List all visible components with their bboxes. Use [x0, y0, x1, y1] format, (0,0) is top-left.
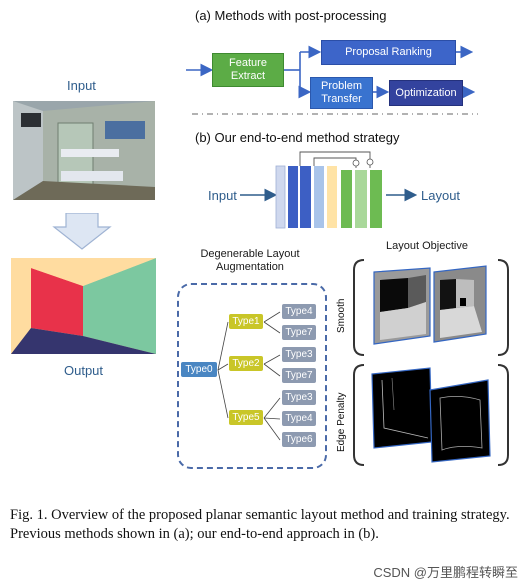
input-label: Input: [67, 78, 96, 93]
tree-node-type5: Type5: [229, 410, 263, 425]
tree-leaf: Type7: [282, 325, 316, 340]
figure-caption: Fig. 1. Overview of the proposed planar …: [10, 507, 510, 542]
tree-leaf: Type4: [282, 411, 316, 426]
proposal-ranking-box: Proposal Ranking: [321, 40, 456, 65]
edge-penalty-label: Edge Penalty: [336, 392, 347, 453]
input-room-photo: [13, 101, 155, 200]
feature-extract-box: Feature Extract: [212, 53, 284, 87]
watermark: CSDN @万里鹏程转瞬至: [373, 565, 518, 580]
tree-node-type2: Type2: [229, 356, 263, 371]
augmentation-frame: [177, 283, 327, 469]
section-a-title: (a) Methods with post-processing: [195, 8, 387, 23]
layout-objective-title: Layout Objective: [386, 240, 468, 252]
section-b-title: (b) Our end-to-end method strategy: [195, 130, 400, 145]
problem-transfer-box: Problem Transfer: [310, 77, 373, 109]
down-arrow-icon: [52, 213, 112, 250]
tree-edges: [217, 311, 281, 441]
tree-leaf: Type3: [282, 390, 316, 405]
tree-leaf: Type7: [282, 368, 316, 383]
tree-node-type1: Type1: [229, 314, 263, 329]
tree-leaf: Type6: [282, 432, 316, 447]
augmentation-title: Degenerable Layout Augmentation: [200, 248, 300, 273]
optimization-box: Optimization: [389, 80, 463, 106]
tree-leaf: Type4: [282, 304, 316, 319]
tree-leaf: Type3: [282, 347, 316, 362]
network-diagram: [240, 151, 418, 229]
section-a-arrows: [186, 45, 478, 115]
output-layout-image: [11, 258, 156, 354]
tree-root-type0: Type0: [181, 362, 217, 377]
network-layout-label: Layout: [421, 188, 461, 203]
objective-visuals: [353, 259, 509, 466]
output-label: Output: [64, 363, 104, 378]
smooth-label: Smooth: [336, 298, 347, 333]
network-input-label: Input: [208, 188, 237, 203]
